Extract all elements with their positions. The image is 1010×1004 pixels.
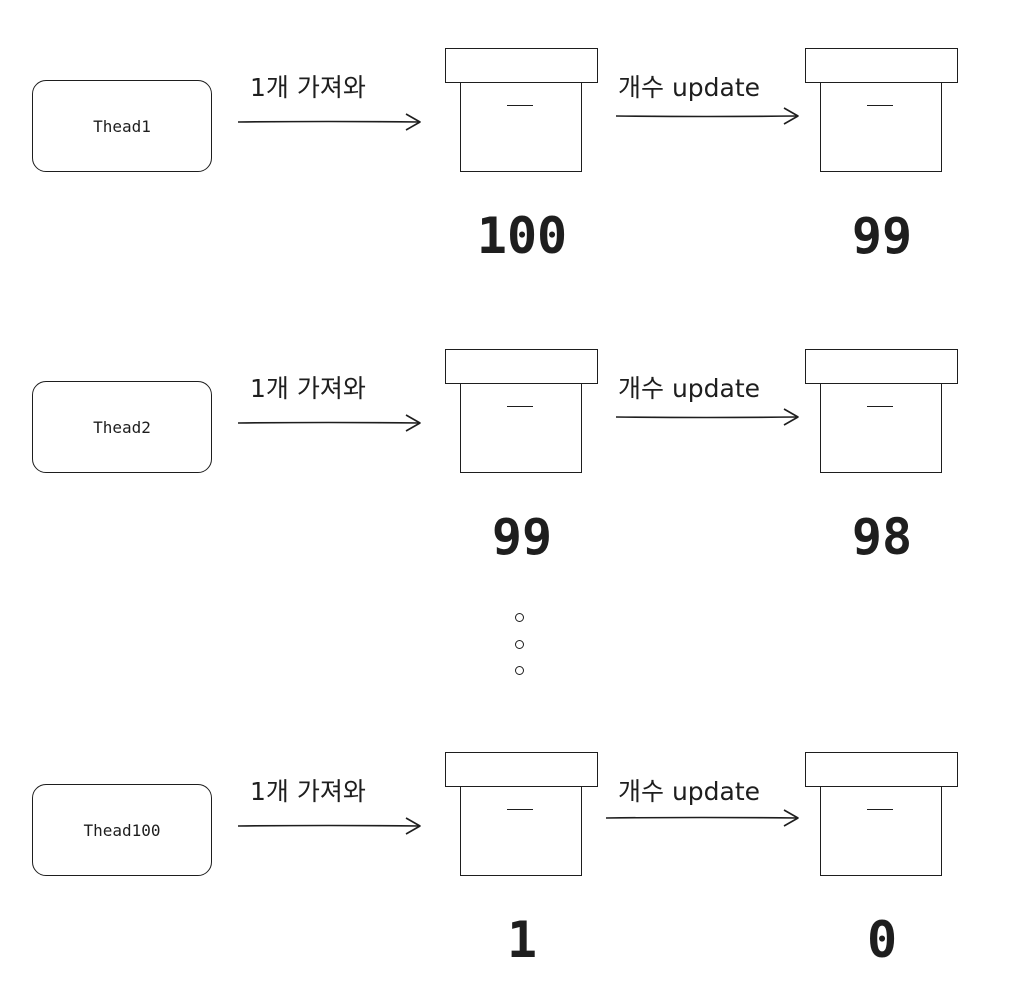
ellipsis-dot bbox=[515, 613, 524, 622]
box-lid bbox=[445, 48, 598, 83]
box-handle bbox=[867, 809, 893, 810]
update-label: 개수 update bbox=[618, 374, 761, 403]
flow-row-3: Thead100 1개 가져와 개수 update 1 0 bbox=[0, 752, 1010, 1004]
flow-row-1: Thead1 1개 가져와 개수 update 100 99 bbox=[0, 48, 1010, 300]
count-after: 0 bbox=[866, 911, 898, 969]
stock-box-after bbox=[805, 349, 960, 477]
box-handle bbox=[867, 406, 893, 407]
box-handle bbox=[507, 406, 533, 407]
box-handle bbox=[507, 105, 533, 106]
vertical-ellipsis-icon bbox=[513, 613, 529, 683]
box-body bbox=[820, 383, 942, 473]
thread-box: Thead100 bbox=[32, 784, 212, 876]
box-body bbox=[460, 786, 582, 876]
stock-box-before bbox=[445, 349, 600, 477]
box-handle bbox=[867, 105, 893, 106]
fetch-label: 1개 가져와 bbox=[250, 374, 366, 403]
update-label: 개수 update bbox=[618, 777, 761, 806]
fetch-arrow bbox=[237, 414, 421, 432]
stock-box-after bbox=[805, 752, 960, 880]
box-body bbox=[460, 383, 582, 473]
ellipsis-dot bbox=[515, 640, 524, 649]
box-lid bbox=[805, 349, 958, 384]
update-arrow bbox=[615, 408, 799, 426]
ellipsis-dot bbox=[515, 666, 524, 675]
box-lid bbox=[445, 752, 598, 787]
flow-row-2: Thead2 1개 가져와 개수 update 99 98 bbox=[0, 349, 1010, 601]
count-after: 99 bbox=[851, 207, 913, 265]
update-arrow bbox=[615, 107, 799, 125]
stock-box-before bbox=[445, 48, 600, 176]
count-before: 1 bbox=[506, 911, 538, 969]
box-body bbox=[820, 786, 942, 876]
fetch-arrow bbox=[237, 113, 421, 131]
stock-box-after bbox=[805, 48, 960, 176]
fetch-label: 1개 가져와 bbox=[250, 777, 366, 806]
box-body bbox=[820, 82, 942, 172]
thread-box: Thead2 bbox=[32, 381, 212, 473]
box-lid bbox=[805, 752, 958, 787]
update-label: 개수 update bbox=[618, 73, 761, 102]
box-body bbox=[460, 82, 582, 172]
update-arrow bbox=[605, 809, 799, 827]
count-after: 98 bbox=[851, 508, 913, 566]
count-before: 100 bbox=[476, 207, 568, 265]
fetch-arrow bbox=[237, 817, 421, 835]
box-lid bbox=[445, 349, 598, 384]
count-before: 99 bbox=[491, 508, 553, 566]
box-lid bbox=[805, 48, 958, 83]
thread-box: Thead1 bbox=[32, 80, 212, 172]
fetch-label: 1개 가져와 bbox=[250, 73, 366, 102]
box-handle bbox=[507, 809, 533, 810]
stock-box-before bbox=[445, 752, 600, 880]
